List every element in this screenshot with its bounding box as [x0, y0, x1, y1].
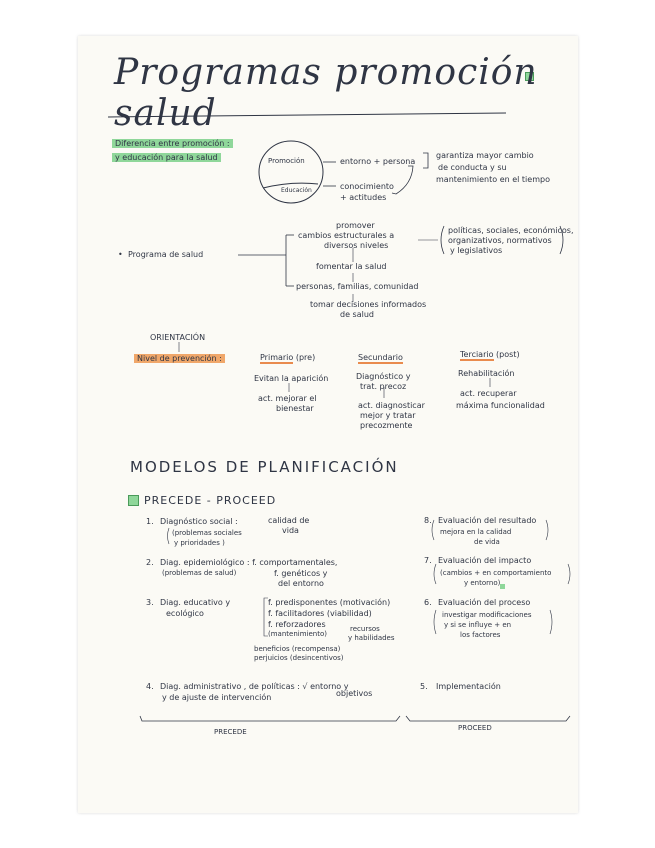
notebook-page: Programas promoción salud Diferencia ent…	[78, 36, 578, 813]
item8-number: 8.	[424, 516, 432, 525]
primario-line1: Evitan la aparición	[254, 374, 329, 383]
item1-line4: (problemas sociales	[172, 529, 242, 537]
secundario-line2: trat. precoz	[360, 382, 407, 391]
edu-target-2: + actitudes	[340, 193, 387, 202]
item2-line3: f. genéticos y	[274, 569, 328, 578]
item3-line5: f. reforzadores	[268, 620, 326, 629]
primario-tag: (pre)	[295, 353, 316, 362]
result-line-3: mantenimiento en el tiempo	[436, 175, 550, 184]
page-title: Programas promoción salud	[114, 52, 538, 134]
item7-line1: Evaluación del impacto	[438, 556, 532, 565]
primario-line3: bienestar	[276, 404, 314, 413]
item8-line1: Evaluación del resultado	[438, 516, 537, 525]
precede-label: PRECEDE	[214, 728, 247, 736]
item3-line9: beneficios (recompensa)	[254, 645, 341, 653]
item6-line1: Evaluación del proceso	[438, 598, 531, 607]
branch1-right-2: organizativos, normativos	[448, 236, 552, 245]
item6-line3: y si se influye + en	[444, 621, 512, 629]
result-line-1: garantiza mayor cambio	[436, 151, 534, 160]
item1-line2: calidad de	[268, 516, 310, 525]
branch1-right-1: políticas, sociales, económicos,	[448, 226, 574, 235]
item3-line6: (mantenimiento)	[268, 630, 327, 638]
primario-line2: act. mejorar el	[258, 394, 317, 403]
terciario-line3: máxima funcionalidad	[456, 401, 545, 410]
green-dot-icon	[500, 584, 505, 589]
nivel-prevencion-highlight: Nivel de prevención :	[134, 354, 225, 363]
branch1-right-3: y legislativos	[450, 246, 503, 255]
item8-line3: de vida	[474, 538, 500, 546]
highlight-diferencia: Diferencia entre promoción :	[112, 139, 233, 148]
item1-line3: vida	[282, 526, 299, 535]
item3-line3: f. predisponentes (motivación)	[268, 598, 391, 607]
item8-line2: mejora en la calidad	[440, 528, 512, 536]
terciario-tag: (post)	[496, 350, 520, 359]
item3-line10: perjuicios (desincentivos)	[254, 654, 344, 662]
secundario-line1: Diagnóstico y	[356, 372, 411, 381]
item1-number: 1.	[146, 517, 154, 526]
item5-number: 5.	[420, 682, 428, 691]
secundario-label: Secundario	[358, 353, 403, 364]
bullet-icon: •	[118, 250, 123, 259]
item7-number: 7.	[424, 556, 432, 565]
orientation-label: ORIENTACIÓN	[150, 333, 206, 342]
promo-target: entorno + persona	[340, 157, 416, 166]
item3-line4: f. facilitadores (viabilidad)	[268, 609, 372, 618]
programa-label: Programa de salud	[128, 250, 204, 259]
precede-proceed-subheading: PRECEDE - PROCEED	[144, 494, 277, 507]
item1-line5: y prioridades )	[174, 539, 225, 547]
item4-number: 4.	[146, 682, 154, 691]
branch3-line2: de salud	[340, 310, 374, 319]
item3-number: 3.	[146, 598, 154, 607]
item2-line1: Diag. epidemiológico : f. comportamental…	[160, 558, 338, 567]
green-square-icon	[128, 495, 139, 506]
branch1-line3: diversos niveles	[324, 241, 389, 250]
item4-line2: y de ajuste de intervención	[162, 693, 272, 702]
proceed-label: PROCEED	[458, 724, 492, 732]
item6-number: 6.	[424, 598, 432, 607]
circle-label-promocion: Promoción	[268, 157, 305, 165]
item2-line4: del entorno	[278, 579, 324, 588]
item4-line3: objetivos	[336, 689, 373, 698]
secundario-line4: mejor y tratar	[360, 411, 416, 420]
item6-line4: los factores	[460, 631, 501, 639]
secundario-line3: act. diagnosticar	[358, 401, 425, 410]
item3-line8: y habilidades	[348, 634, 395, 642]
branch1-line1: promover	[336, 221, 375, 230]
terciario-line2: act. recuperar	[460, 389, 517, 398]
item2-number: 2.	[146, 558, 154, 567]
circle-label-educacion: Educación	[281, 187, 312, 194]
item3-line7: recursos	[350, 625, 380, 633]
green-marker-icon	[525, 72, 534, 81]
primario-label: Primario	[260, 353, 294, 364]
item5-line1: Implementación	[436, 682, 501, 691]
edu-target-1: conocimiento	[340, 182, 394, 191]
secundario-line5: precozmente	[360, 421, 413, 430]
item3-line2: ecológico	[166, 609, 204, 618]
item2-line2: (problemas de salud)	[162, 569, 237, 577]
highlight-educacion: y educación para la salud	[112, 153, 221, 162]
branch3-line1: tomar decisiones informados	[310, 300, 427, 309]
item1-line1: Diagnóstico social :	[160, 517, 238, 526]
handwritten-strokes	[107, 112, 571, 722]
item7-line2: (cambios + en comportamiento	[440, 569, 552, 577]
branch2: fomentar la salud	[316, 262, 387, 271]
item4-line1: Diag. administrativo , de políticas : √ …	[160, 682, 349, 691]
section-heading-modelos: MODELOS DE PLANIFICACIÓN	[130, 458, 399, 476]
item7-line3: y entorno)	[464, 579, 501, 587]
result-line-2: de conducta y su	[438, 163, 507, 172]
branch3: personas, familias, comunidad	[296, 282, 419, 291]
terciario-line1: Rehabilitación	[458, 369, 515, 378]
terciario-label: Terciario	[460, 350, 494, 361]
branch1-line2: cambios estructurales a	[298, 231, 395, 240]
item3-line1: Diag. educativo y	[160, 598, 231, 607]
item6-line2: investigar modificaciones	[442, 611, 532, 619]
